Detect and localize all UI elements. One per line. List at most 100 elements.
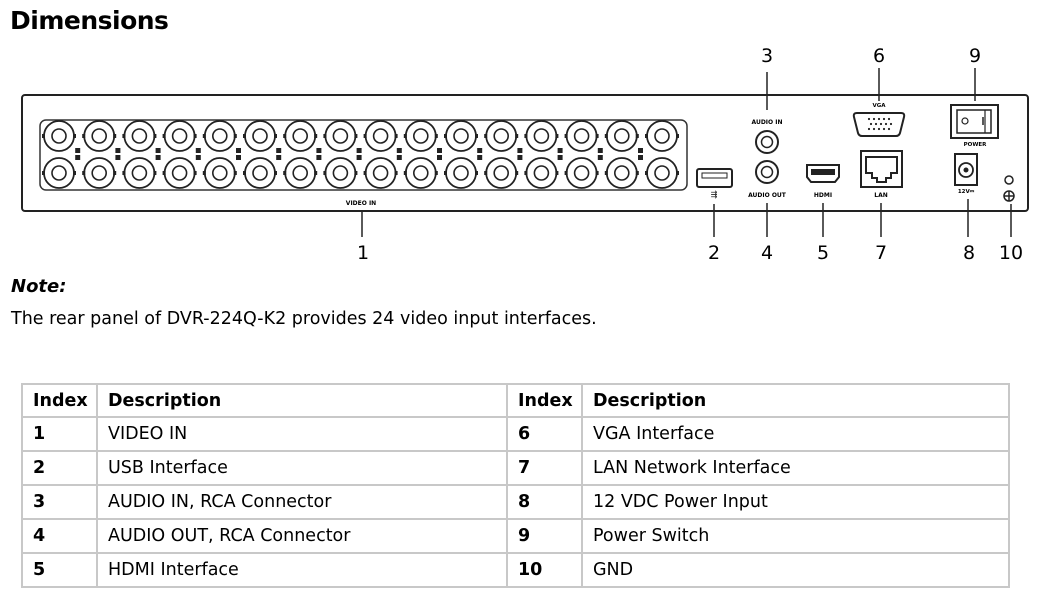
- table-header-row: Index Description Index Description: [21, 383, 1010, 418]
- bnc-connector-icon: [243, 157, 277, 189]
- vga-panel-label: VGA: [872, 103, 886, 109]
- channel-number-badge: [437, 155, 442, 160]
- lan-port-icon: [860, 150, 903, 188]
- channel-number-badge: [638, 148, 643, 153]
- cell-index: 7: [506, 450, 583, 486]
- channel-number-badge: [75, 148, 81, 153]
- channel-number-badge: [597, 155, 603, 160]
- callout-3: 3: [761, 45, 773, 67]
- bnc-connector-icon: [202, 120, 237, 152]
- bnc-connector-icon: [162, 157, 197, 189]
- channel-number-badge: [557, 148, 563, 153]
- table-row: 5 HDMI Interface 10 GND: [21, 552, 1010, 588]
- svg-text:⇶: ⇶: [711, 190, 718, 199]
- bnc-connector-icon: [162, 120, 197, 152]
- cell-description: VGA Interface: [581, 416, 1010, 452]
- hdmi-port-icon: [806, 164, 840, 183]
- bnc-connector-icon: [202, 157, 237, 189]
- header-description-left: Description: [96, 383, 508, 418]
- cell-description: USB Interface: [96, 450, 508, 486]
- cell-index: 9: [506, 518, 583, 554]
- cell-description: GND: [581, 552, 1010, 588]
- dc-power-jack-icon: [954, 153, 978, 186]
- cell-index: 5: [21, 552, 98, 588]
- bnc-connector-icon: [403, 120, 438, 152]
- bnc-connector-icon: [484, 120, 519, 152]
- note-text: The rear panel of DVR-224Q-K2 provides 2…: [11, 309, 597, 329]
- note-heading: Note:: [11, 276, 67, 297]
- cell-index: 4: [21, 518, 98, 554]
- channel-number-badge: [638, 155, 643, 160]
- interface-table: Index Description Index Description 1 VI…: [21, 383, 1010, 588]
- bnc-connector-icon: [444, 157, 478, 189]
- callout-4: 4: [761, 242, 773, 264]
- audio-in-rca-icon: [755, 130, 779, 154]
- cell-description: AUDIO IN, RCA Connector: [96, 484, 508, 520]
- bnc-connector-icon: [42, 157, 76, 189]
- cell-description: AUDIO OUT, RCA Connector: [96, 518, 508, 554]
- channel-number-badge: [195, 155, 201, 160]
- table-row: 2 USB Interface 7 LAN Network Interface: [21, 450, 1010, 486]
- bnc-connector-icon: [444, 120, 478, 152]
- channel-number-badge: [316, 155, 322, 160]
- channel-number-badge: [597, 148, 603, 153]
- bnc-connector-icon: [82, 157, 117, 189]
- cell-index: 10: [506, 552, 583, 588]
- audio-out-panel-label: AUDIO OUT: [748, 192, 787, 199]
- dc-panel-label: 12V⎓: [958, 189, 975, 195]
- bnc-connector-icon: [243, 120, 277, 152]
- channel-number-badge: [356, 155, 362, 160]
- bnc-connector-icon: [403, 157, 438, 189]
- channel-number-badge: [477, 155, 483, 160]
- callout-10: 10: [999, 242, 1023, 264]
- channel-number-badge: [195, 148, 201, 153]
- channel-number-badge: [276, 148, 282, 153]
- bnc-connector-icon: [645, 157, 679, 189]
- power-panel-label: POWER: [964, 142, 988, 148]
- bnc-connector-icon: [363, 157, 398, 189]
- bnc-connector-icon: [524, 157, 559, 189]
- channel-number-badge: [155, 148, 161, 153]
- channel-number-badge: [115, 155, 121, 160]
- channel-number-badge: [477, 148, 483, 153]
- lan-panel-label: LAN: [874, 192, 888, 199]
- channel-number-badge: [396, 155, 402, 160]
- cell-index: 6: [506, 416, 583, 452]
- vga-port-icon: [852, 112, 906, 137]
- power-switch-icon: [950, 104, 999, 139]
- bnc-connector-icon: [524, 120, 559, 152]
- channel-number-badge: [517, 155, 523, 160]
- usb-port-icon: ⇶: [696, 168, 733, 199]
- table-row: 1 VIDEO IN 6 VGA Interface: [21, 416, 1010, 452]
- bnc-connector-icon: [645, 120, 679, 152]
- channel-number-badge: [316, 148, 322, 153]
- bnc-connector-icon: [604, 157, 639, 189]
- callout-5: 5: [817, 242, 829, 264]
- channel-number-badge: [517, 148, 523, 153]
- channel-number-badge: [396, 148, 402, 153]
- rear-panel-diagram: VIDEO IN ⇶ AUDIO IN AUDIO OUT HDMI VGA L…: [21, 45, 1029, 264]
- page-title: Dimensions: [10, 6, 169, 35]
- callout-7: 7: [875, 242, 887, 264]
- bnc-connector-icon: [42, 120, 76, 152]
- bnc-connector-icon: [363, 120, 398, 152]
- cell-description: 12 VDC Power Input: [581, 484, 1010, 520]
- bnc-connector-icon: [564, 120, 599, 152]
- bnc-connector-icon: [564, 157, 599, 189]
- channel-number-badge: [75, 155, 81, 160]
- bnc-connector-icon: [283, 120, 318, 152]
- cell-index: 2: [21, 450, 98, 486]
- channel-number-badge: [356, 148, 362, 153]
- bnc-connector-icon: [283, 157, 318, 189]
- bnc-connector-icon: [122, 120, 157, 152]
- bnc-connector-icon: [82, 120, 117, 152]
- channel-number-badge: [236, 155, 241, 160]
- channel-number-badge: [236, 148, 241, 153]
- header-description-right: Description: [581, 383, 1010, 418]
- cell-description: VIDEO IN: [96, 416, 508, 452]
- channel-number-badge: [155, 155, 161, 160]
- cell-description: LAN Network Interface: [581, 450, 1010, 486]
- callout-9: 9: [969, 45, 981, 67]
- bnc-connector-icon: [323, 120, 358, 152]
- video-in-panel-label: VIDEO IN: [346, 200, 376, 207]
